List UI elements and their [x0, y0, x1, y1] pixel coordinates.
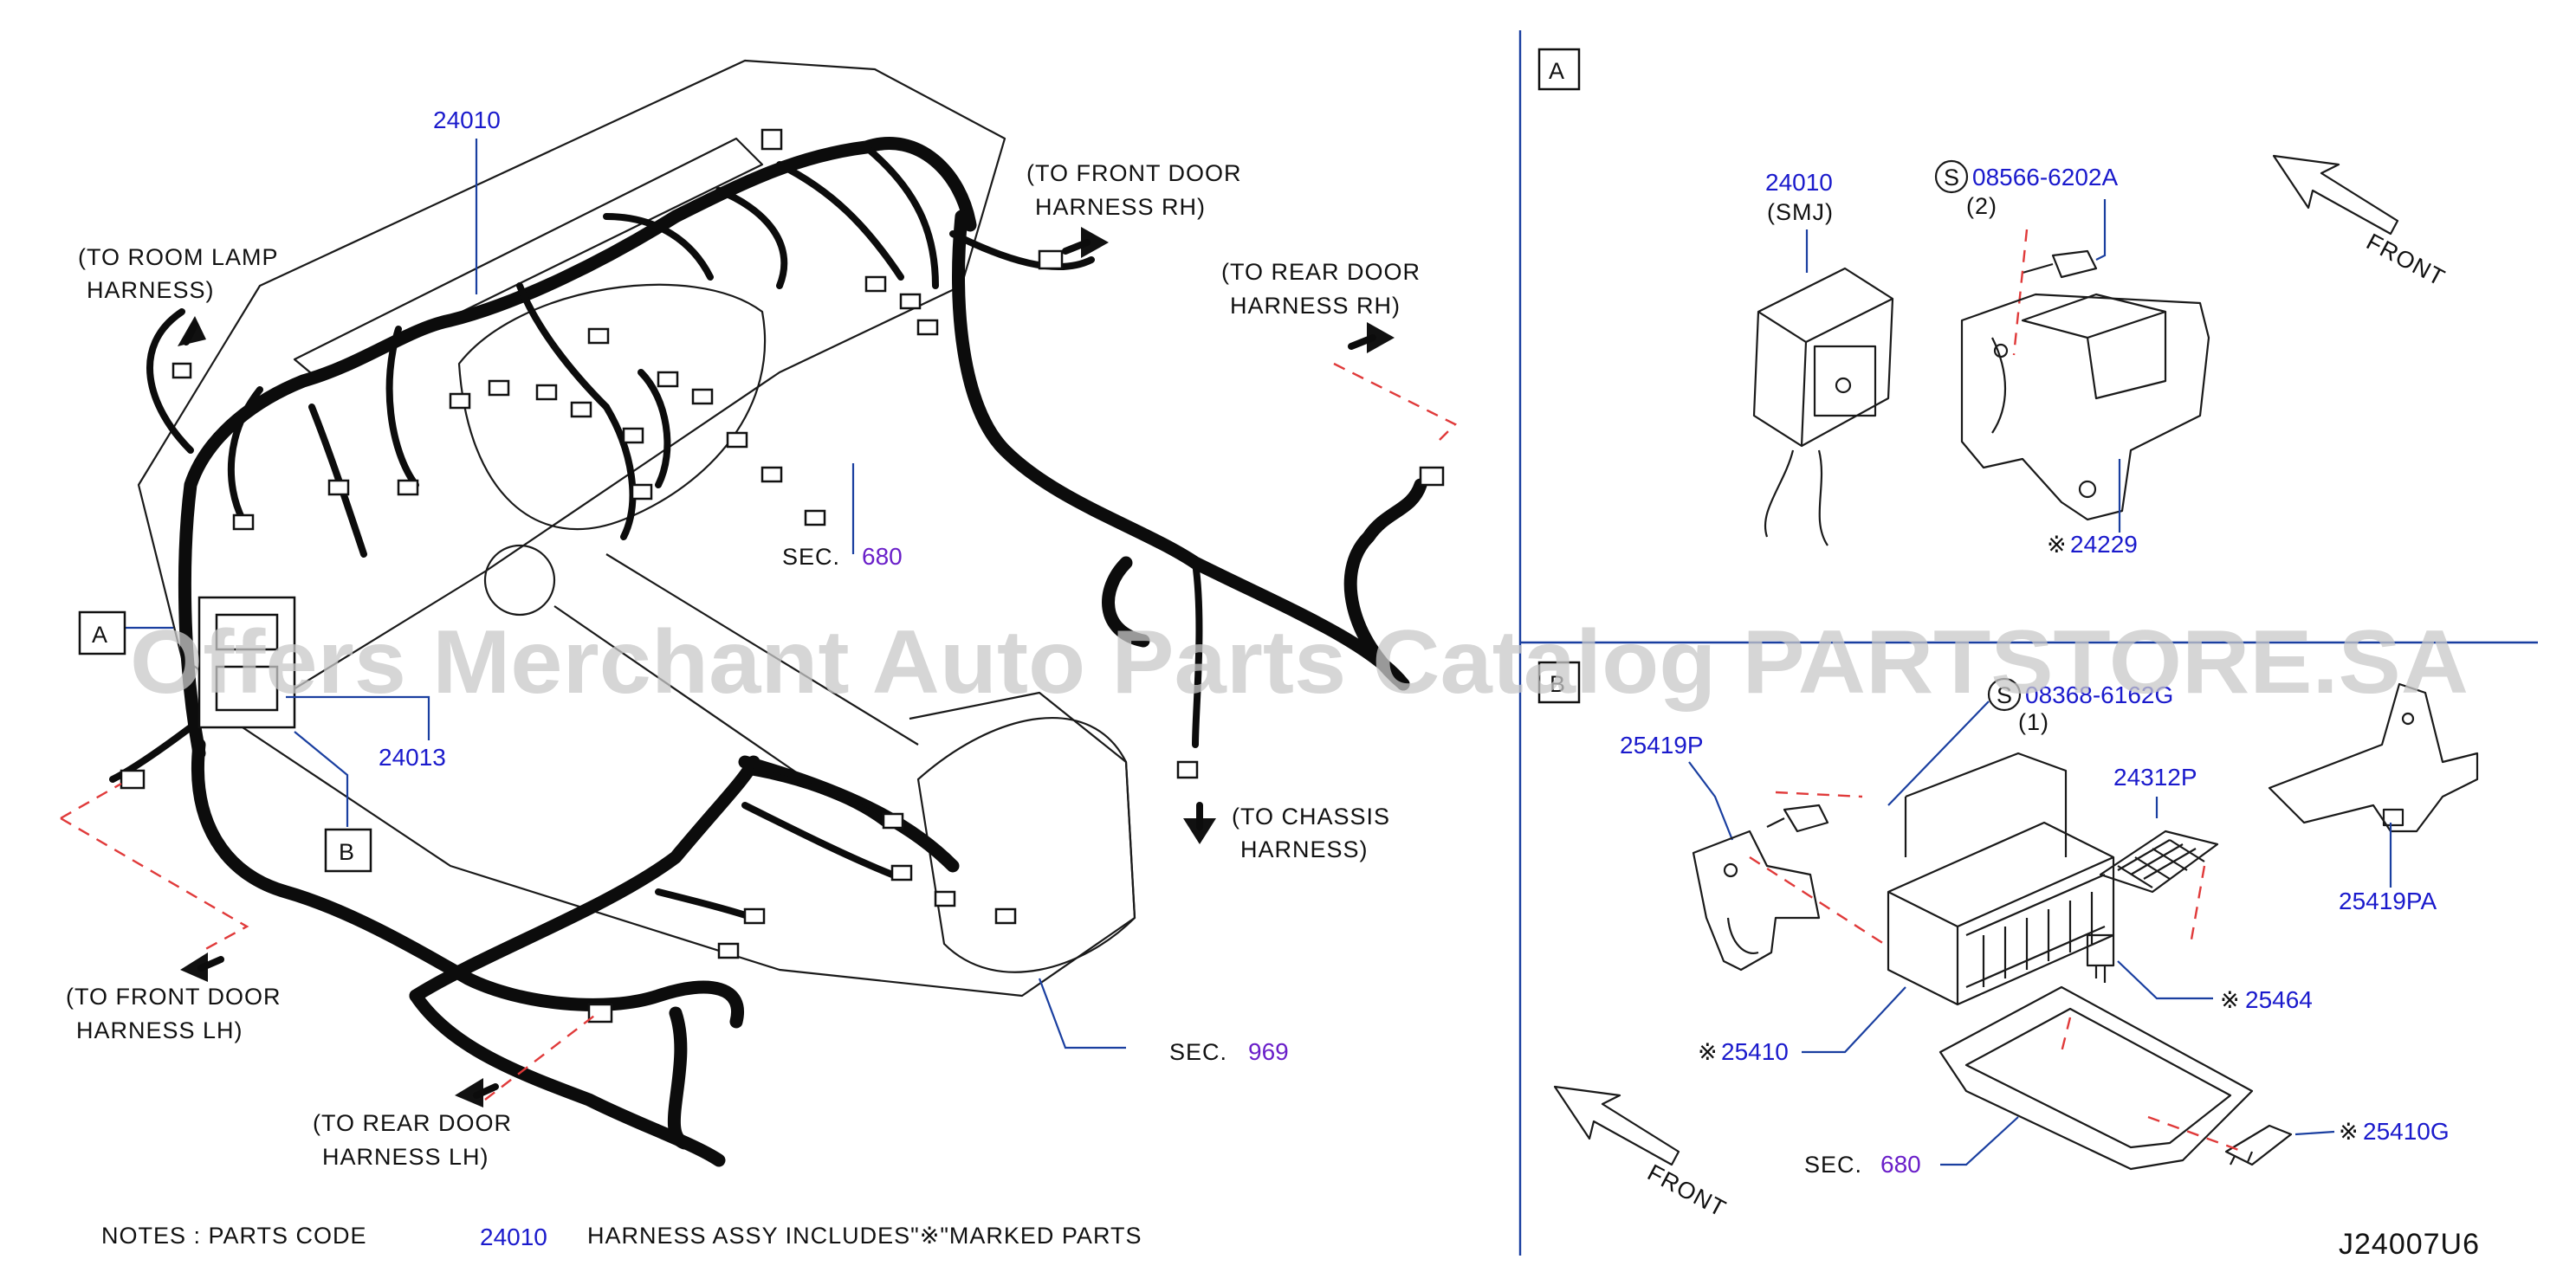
detail-a-panel: A 24010 (SMJ) S 08566-6202A (2): [1537, 48, 2450, 558]
to-rear-door-rh-label-2: HARNESS RH): [1230, 293, 1401, 319]
notes-part-code: 24010: [480, 1224, 547, 1250]
callout-a-box: [78, 610, 126, 655]
bolt-a: [2022, 249, 2098, 279]
detail-b-panel: B S 08368-6162G (1) 25419P 24312P: [1537, 661, 2479, 1222]
to-room-lamp-label-1: (TO ROOM LAMP: [78, 244, 279, 270]
direction-arrows: [178, 227, 1395, 1107]
part-24013-label: 24013: [379, 744, 446, 771]
to-chassis-label-2: HARNESS): [1240, 836, 1369, 862]
notes-suffix: HARNESS ASSY INCLUDES"※"MARKED PARTS: [587, 1223, 1142, 1249]
smj-unit: [1752, 267, 1894, 546]
main-harness: [178, 137, 1427, 1167]
callout-a-label: A: [92, 622, 108, 648]
detail-b-part-24312p: 24312P: [2113, 764, 2197, 791]
sec-680-link[interactable]: 680: [862, 543, 903, 570]
s-mark-b: S: [1997, 682, 2013, 708]
front-arrow-b: [1553, 1085, 1680, 1166]
fuse-box-25410: [1887, 752, 2115, 1006]
to-front-door-rh-label-1: (TO FRONT DOOR: [1026, 160, 1242, 186]
detail-b-bolt-code: 08368-6162G: [2025, 681, 2173, 708]
bolt-b: [1766, 804, 1829, 833]
relay-25464: [2086, 933, 2115, 983]
s-mark-circle-a: [1934, 159, 1969, 194]
detail-a-front: FRONT: [2362, 229, 2450, 291]
detail-b-sec-680-link[interactable]: 680: [1880, 1151, 1921, 1178]
detail-a-mark: ※: [2047, 532, 2068, 558]
detail-b-part-25419pa: 25419PA: [2339, 888, 2437, 914]
to-front-door-lh-label-2: HARNESS LH): [76, 1017, 243, 1043]
callout-b-label: B: [339, 839, 355, 865]
detail-b-bolt-qty: (1): [2018, 709, 2049, 735]
branch-wires: [109, 144, 1203, 921]
dashboard-outline: [137, 59, 1136, 998]
to-chassis-label-1: (TO CHASSIS: [1232, 804, 1390, 830]
detail-a-part-24010: 24010: [1765, 169, 1833, 196]
detail-b-part-25410g: 25410G: [2363, 1118, 2450, 1145]
fuse-cover-24312p: [2099, 830, 2219, 894]
detail-b-mark-25464: ※: [2220, 987, 2241, 1013]
to-rear-door-lh-label-1: (TO REAR DOOR: [313, 1110, 512, 1136]
bracket-25419pa: [2268, 682, 2479, 833]
to-front-door-lh-label-1: (TO FRONT DOOR: [66, 984, 282, 1010]
bracket-24229: [1960, 293, 2210, 521]
detail-a-smj: (SMJ): [1767, 199, 1834, 225]
detail-b-front: FRONT: [1643, 1159, 1731, 1222]
sec-969-prefix: SEC.: [1169, 1039, 1227, 1065]
sec-969-link[interactable]: 969: [1248, 1038, 1289, 1065]
detail-b-tag-box: [1537, 661, 1581, 704]
detail-b-part-25464: 25464: [2245, 986, 2313, 1013]
detail-a-bolt-code: 08566-6202A: [1972, 164, 2118, 190]
s-mark-circle-b: [1987, 677, 2022, 712]
to-rear-door-lh-label-2: HARNESS LH): [322, 1144, 489, 1170]
detail-b-mark-25410g: ※: [2339, 1119, 2359, 1145]
watermark: Offers Merchant Auto Parts Catalog PARTS…: [130, 612, 2469, 713]
connectors: [120, 128, 1445, 1023]
diagram-code: J24007U6: [2339, 1228, 2480, 1261]
detail-a-part-24229: 24229: [2070, 531, 2138, 558]
dashed-links-left: [60, 362, 1458, 1101]
to-front-door-rh-label-2: HARNESS RH): [1035, 194, 1206, 220]
callout-b-box: [324, 828, 372, 873]
fuse-puller-25410g: [2224, 1124, 2293, 1166]
lower-cover: [1938, 985, 2254, 1171]
detail-b-tag: B: [1550, 671, 1566, 697]
bracket-25419p: [1692, 830, 1821, 972]
sec-680-prefix: SEC.: [782, 544, 840, 570]
notes-prefix: NOTES : PARTS CODE: [101, 1223, 367, 1249]
detail-b-part-25419p: 25419P: [1620, 732, 1704, 759]
part-24010-label: 24010: [433, 107, 501, 133]
detail-b-part-25410: 25410: [1721, 1038, 1789, 1065]
detail-a-tag-box: [1537, 48, 1581, 91]
left-text: 24010 (TO ROOM LAMP HARNESS) (TO FRONT D…: [66, 107, 1421, 1250]
to-rear-door-rh-label-1: (TO REAR DOOR: [1221, 259, 1421, 285]
front-arrow-a: [2272, 154, 2399, 236]
detail-b-mark-25410: ※: [1698, 1039, 1718, 1065]
detail-b-sec-prefix: SEC.: [1804, 1152, 1862, 1178]
s-mark-a: S: [1944, 165, 1960, 190]
detail-a-tag: A: [1549, 58, 1565, 84]
to-room-lamp-label-2: HARNESS): [87, 277, 215, 303]
leader-lines-left: [126, 139, 1126, 1049]
detail-a-bolt-qty: (2): [1966, 193, 1997, 219]
